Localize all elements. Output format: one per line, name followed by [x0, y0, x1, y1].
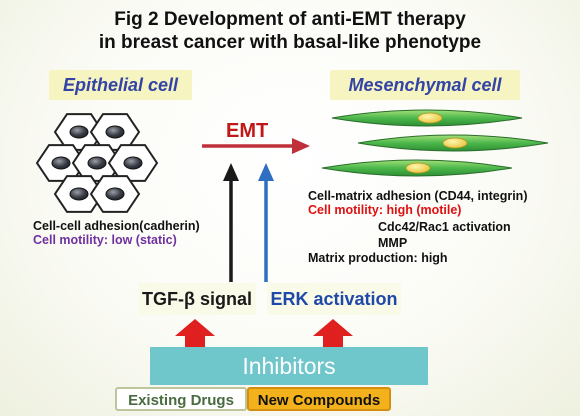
- epithelial-nucleus-2: [105, 125, 125, 139]
- inhibitors-box: Inhibitors: [150, 347, 428, 385]
- epithelial-nucleus-1: [69, 125, 89, 139]
- emt-arrow: [202, 138, 310, 154]
- existing-drugs-box: Existing Drugs: [115, 387, 247, 411]
- epithelial-hexagon-cluster: [35, 113, 159, 213]
- cdc42-rac1-text: Cdc42/Rac1 activation: [378, 220, 511, 234]
- emt-label: EMT: [226, 120, 269, 142]
- mesenchymal-nucleus-3: [405, 162, 431, 174]
- inhibit-arrow-erk: [313, 319, 353, 348]
- epithelial-nucleus-4: [87, 156, 107, 170]
- mesenchymal-nucleus-2: [442, 137, 468, 149]
- epithelial-nucleus-7: [105, 187, 125, 201]
- mesenchymal-nucleus-1: [417, 112, 443, 124]
- tgf-beta-signal-box: TGF-β signal: [138, 283, 256, 315]
- epithelial-nucleus-3: [51, 156, 71, 170]
- mesenchymal-cell-label: Mesenchymal cell: [330, 70, 520, 100]
- matrix-production-text: Matrix production: high: [308, 251, 448, 265]
- erk-activation-box: ERK activation: [267, 283, 401, 315]
- title-line-1: Fig 2 Development of anti-EMT therapy: [114, 9, 466, 30]
- inhibit-arrow-tgf: [175, 319, 215, 348]
- epithelial-cell-label: Epithelial cell: [49, 70, 192, 100]
- new-compounds-box: New Compounds: [247, 387, 391, 411]
- epithelial-motility-text: Cell motility: low (static): [33, 233, 177, 247]
- mesenchymal-adhesion-text: Cell-matrix adhesion (CD44, integrin): [308, 189, 528, 203]
- title-line-2: in breast cancer with basal-like phenoty…: [98, 32, 482, 53]
- epithelial-adhesion-text: Cell-cell adhesion(cadherin): [33, 219, 200, 233]
- figure-title: Fig 2 Development of anti-EMT therapy in…: [0, 8, 580, 54]
- epithelial-nucleus-6: [69, 187, 89, 201]
- epithelial-nucleus-5: [123, 156, 143, 170]
- mmp-text: MMP: [378, 236, 408, 250]
- mesenchymal-spindle-cells: [321, 109, 549, 177]
- tgf-arrow: [223, 163, 239, 282]
- erk-arrow: [258, 163, 274, 282]
- mesenchymal-motility-text: Cell motility: high (motile): [308, 203, 462, 217]
